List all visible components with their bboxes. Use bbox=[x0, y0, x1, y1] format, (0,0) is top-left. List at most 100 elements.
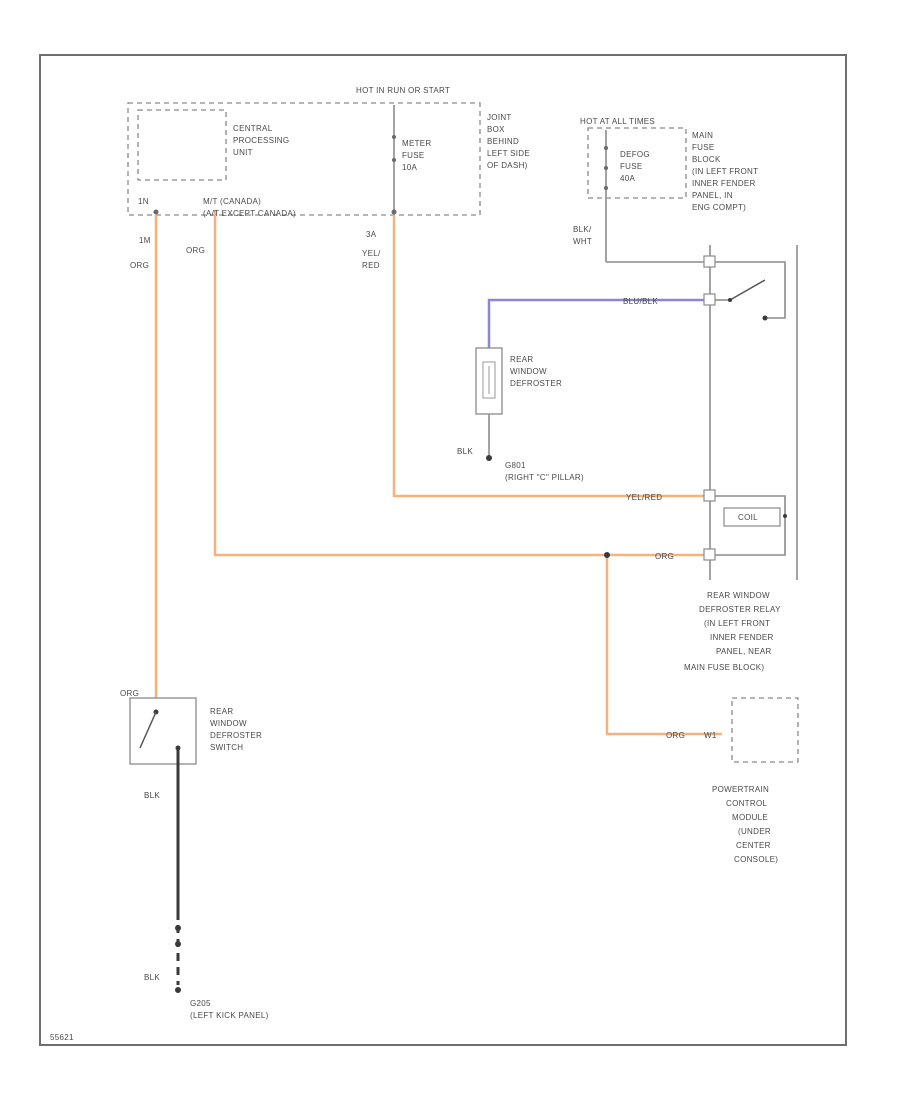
defog-fuse-pin-node bbox=[604, 186, 608, 190]
splice-node bbox=[604, 552, 610, 558]
cpu-pin-note-1: M/T (CANADA) bbox=[203, 197, 261, 206]
rear-window-defroster-label-line: REAR bbox=[510, 355, 533, 364]
main-fuse-block-label-line: MAIN bbox=[692, 131, 713, 140]
wire-label-org-relay: ORG bbox=[655, 552, 674, 561]
relay-label: REAR WINDOW DEFROSTER RELAY (IN LEFT FRO… bbox=[684, 591, 783, 672]
relay-label-line: REAR WINDOW bbox=[707, 591, 770, 600]
pcm-label-line: CONTROL bbox=[726, 799, 767, 808]
meter-fuse-label: METER FUSE 10A bbox=[402, 139, 434, 172]
relay-terminal-3 bbox=[703, 489, 716, 502]
junction-box-label-line: BOX bbox=[487, 125, 505, 134]
wire-label-blk-g801: BLK bbox=[457, 447, 473, 456]
rear-window-defroster-label-line: DEFROSTER bbox=[510, 379, 562, 388]
relay-coil-node bbox=[783, 514, 787, 518]
pcm-label-line: MODULE bbox=[732, 813, 768, 822]
relay-label-line: MAIN FUSE BLOCK) bbox=[684, 663, 764, 672]
junction-box-label-line: LEFT SIDE bbox=[487, 149, 530, 158]
main-fuse-block-label-line: ENG COMPT) bbox=[692, 203, 746, 212]
relay-contact-arm bbox=[729, 279, 766, 301]
meter-fuse-label-line: FUSE bbox=[402, 151, 425, 160]
page-code: 55621 bbox=[50, 1033, 74, 1042]
rear-window-defroster-label-line: WINDOW bbox=[510, 367, 547, 376]
ground-g205-label-line: (LEFT KICK PANEL) bbox=[190, 1011, 269, 1020]
cpu-label-line: PROCESSING bbox=[233, 136, 289, 145]
rear-window-defroster-switch bbox=[129, 697, 197, 765]
switch-label-line: SWITCH bbox=[210, 743, 243, 752]
relay-coil-circuit bbox=[715, 495, 786, 556]
cpu-pin-label: 1N bbox=[138, 197, 149, 206]
junction-box-label-line: BEHIND bbox=[487, 137, 519, 146]
pcm-label-line: (UNDER bbox=[738, 827, 771, 836]
relay-terminal-2 bbox=[703, 293, 716, 306]
junction-box-label-line: JOINT bbox=[487, 113, 511, 122]
relay-coil-label: COIL bbox=[738, 513, 758, 522]
relay-label-line: DEFROSTER RELAY bbox=[699, 605, 781, 614]
main-fuse-block-outline bbox=[587, 127, 687, 199]
defog-fuse-label-line: FUSE bbox=[620, 162, 643, 171]
meter-fuse-label-line: 10A bbox=[402, 163, 417, 172]
ground-g801-label-line: (RIGHT "C" PILLAR) bbox=[505, 473, 584, 482]
pcm-label: POWERTRAIN CONTROL MODULE (UNDER CENTER … bbox=[712, 785, 778, 864]
main-fuse-block-label-line: FUSE bbox=[692, 143, 715, 152]
pcm-label-line: CONSOLE) bbox=[734, 855, 778, 864]
relay-contact-feed bbox=[715, 261, 786, 319]
wire-label-yel-red-bot: RED bbox=[362, 261, 380, 270]
wire-label-org-left: ORG bbox=[130, 261, 149, 270]
meter-fuse-bottom-node bbox=[392, 158, 396, 162]
ground-g205-node bbox=[175, 987, 181, 993]
ground-g801-label-line: G801 bbox=[505, 461, 526, 470]
defog-fuse-bottom-node bbox=[604, 166, 608, 170]
meter-fuse-label-line: METER bbox=[402, 139, 432, 148]
relay-coil bbox=[723, 507, 781, 527]
relay-arm-pivot bbox=[728, 298, 732, 302]
switch-arm bbox=[139, 711, 157, 749]
wire-label-blk-switch: BLK bbox=[144, 791, 160, 800]
org-wire-cpu-to-relay bbox=[213, 210, 710, 557]
cpu-label-line: CENTRAL bbox=[233, 124, 273, 133]
wire-label-org-switch: ORG bbox=[120, 689, 139, 698]
meter-fuse-top-node bbox=[392, 135, 396, 139]
main-fuse-block-label: MAIN FUSE BLOCK (IN LEFT FRONT INNER FEN… bbox=[692, 131, 761, 212]
wire-label-org-mid: ORG bbox=[186, 246, 205, 255]
wire-label-blk-wht-top: BLK/ bbox=[573, 225, 592, 234]
ground-g205-label-line: G205 bbox=[190, 999, 211, 1008]
switch-label-line: DEFROSTER bbox=[210, 731, 262, 740]
defog-fuse-top-node bbox=[604, 146, 608, 150]
wire-label-cpu-pin: 1M bbox=[139, 236, 151, 245]
cpu-label: CENTRAL PROCESSING UNIT bbox=[233, 124, 292, 157]
defroster-grid-icon bbox=[482, 361, 496, 399]
defog-fuse-label-line: DEFOG bbox=[620, 150, 650, 159]
wire-label-yel-red-top: YEL/ bbox=[362, 249, 381, 258]
cpu-label-line: UNIT bbox=[233, 148, 253, 157]
pcm-label-line: CENTER bbox=[736, 841, 771, 850]
relay-contact-node bbox=[762, 315, 768, 321]
diagram-frame bbox=[39, 54, 847, 1046]
connector-node-2 bbox=[175, 941, 181, 947]
rear-window-defroster-label: REAR WINDOW DEFROSTER bbox=[510, 355, 562, 388]
pcm-label-line: POWERTRAIN bbox=[712, 785, 769, 794]
relay-label-line: PANEL, NEAR bbox=[716, 647, 772, 656]
junction-box-label-line: OF DASH) bbox=[487, 161, 528, 170]
relay-label-line: INNER FENDER bbox=[710, 633, 774, 642]
blu-blk-wire bbox=[487, 298, 710, 350]
relay-terminal-1 bbox=[703, 255, 716, 268]
junction-pin-label: 3A bbox=[366, 230, 377, 239]
junction-box-outline bbox=[127, 102, 481, 216]
wire-label-org-pcm: ORG bbox=[666, 731, 685, 740]
main-fuse-block-label-line: (IN LEFT FRONT bbox=[692, 167, 758, 176]
defog-fuse-label-line: 40A bbox=[620, 174, 635, 183]
main-fuse-block-label-line: BLOCK bbox=[692, 155, 721, 164]
junction-pin-node bbox=[391, 209, 397, 215]
connector-node-1 bbox=[175, 925, 181, 931]
pcm-outline bbox=[731, 697, 799, 763]
switch-bottom-node bbox=[175, 745, 181, 751]
switch-label-line: REAR bbox=[210, 707, 233, 716]
cpu-outline bbox=[137, 109, 227, 181]
wire-label-blu-blk: BLU/BLK bbox=[623, 297, 658, 306]
switch-label-line: WINDOW bbox=[210, 719, 247, 728]
pcm-pin-label: W1 bbox=[704, 731, 717, 740]
cpu-pin-note-2: (A/T EXCEPT CANADA) bbox=[203, 209, 296, 218]
main-fuse-block-label-line: INNER FENDER bbox=[692, 179, 756, 188]
org-wire-relay-to-pcm bbox=[605, 555, 722, 736]
